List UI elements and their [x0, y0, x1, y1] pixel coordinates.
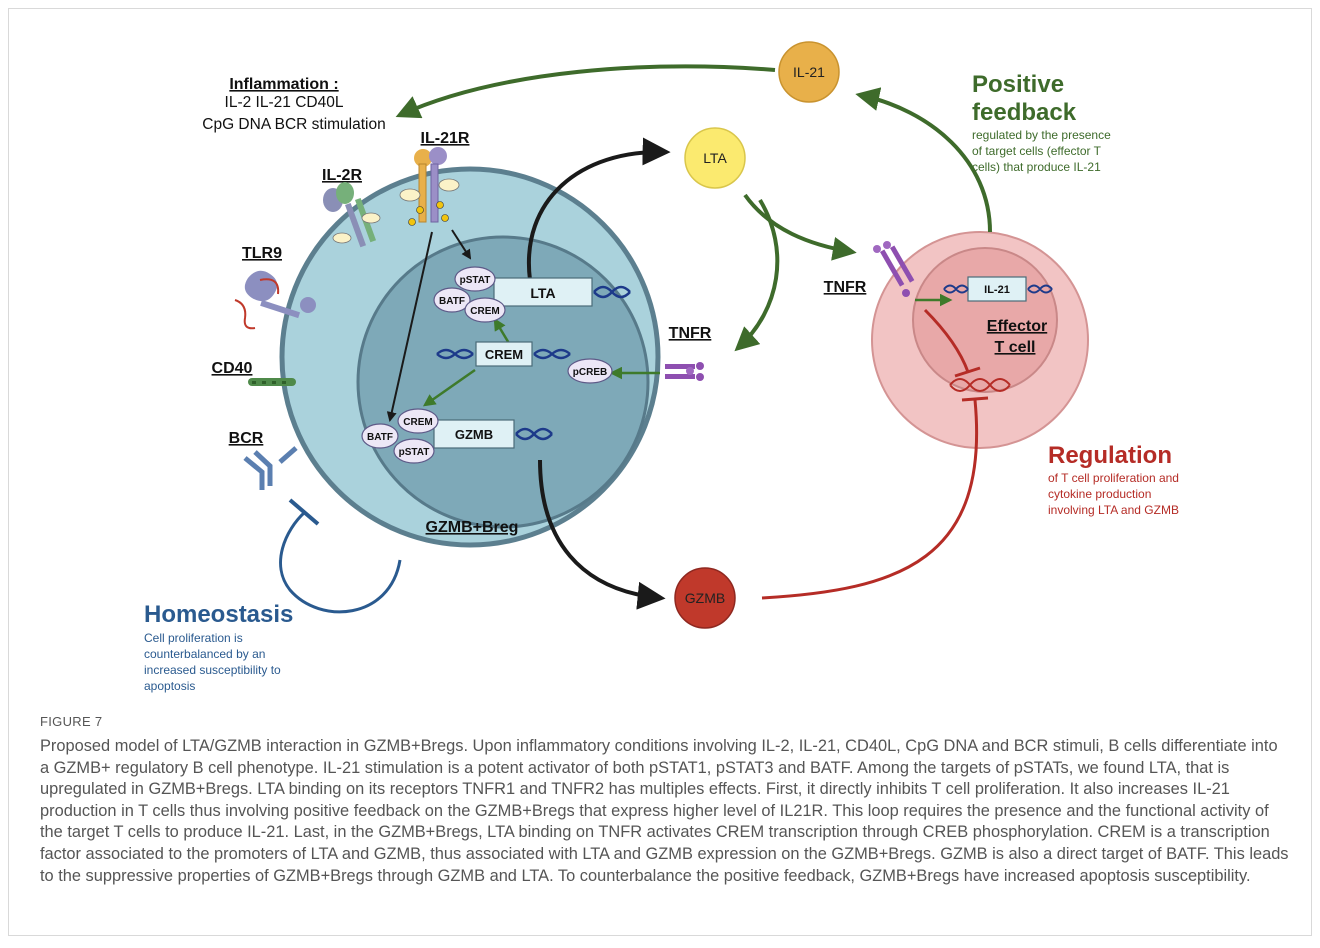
- il21-to-breg-arrow: [395, 64, 776, 119]
- positive-feedback-desc-1: regulated by the presence: [972, 128, 1111, 142]
- svg-text:pSTAT: pSTAT: [399, 447, 430, 458]
- homeostasis-desc-2: counterbalanced by an: [144, 647, 265, 661]
- positive-feedback-title-1: Positive: [972, 71, 1064, 98]
- jak-icon: [332, 232, 352, 244]
- homeostasis-desc-4: apoptosis: [144, 679, 195, 693]
- il21r-to-pstat-arrow: [451, 229, 472, 260]
- regulation-desc-1: of T cell proliferation and: [1048, 471, 1179, 485]
- crem-dna-left-icon: [436, 348, 474, 360]
- figure-frame: [8, 8, 1312, 936]
- il2r-label: IL-2R: [322, 167, 362, 184]
- il21-dna-right-icon: [1027, 284, 1053, 294]
- tnfr-breg-receptor: [665, 362, 704, 381]
- crem-gene-box: [475, 341, 533, 367]
- inflammation-line2: CpG DNA BCR stimulation: [202, 116, 385, 133]
- svg-text:pSTAT: pSTAT: [460, 275, 491, 286]
- cd40-label: CD40: [212, 360, 253, 377]
- crem-to-gzmb-arrow: [422, 368, 476, 407]
- il21-molecule: [778, 41, 840, 103]
- homeostasis-loop: [279, 510, 402, 614]
- batf-bottom: [361, 423, 399, 449]
- tcell-to-il21-arrow: [855, 87, 992, 233]
- tnfr-breg-label: TNFR: [669, 325, 712, 342]
- inflammation-line1: IL-2 IL-21 CD40L: [225, 94, 344, 111]
- il21-gene-label: IL-21: [984, 284, 1010, 296]
- tnfr-tcell-receptor: [873, 241, 915, 297]
- regulation-title: Regulation: [1048, 442, 1172, 469]
- pstat-bottom: [393, 438, 435, 464]
- gzmb-secretion-arrow: [538, 459, 666, 610]
- regulation-desc-3: involving LTA and GZMB: [1048, 503, 1179, 517]
- il21r-receptor: [399, 147, 460, 226]
- positive-feedback-title-2: feedback: [972, 99, 1077, 126]
- figure-caption: Proposed model of LTA/GZMB interaction i…: [40, 737, 1289, 885]
- lta-gene-box: [493, 277, 593, 307]
- il21-gene-box: [967, 276, 1027, 302]
- jak-icon: [438, 178, 460, 192]
- gzmb-dna-icon: [515, 427, 553, 441]
- bcr-label: BCR: [229, 430, 264, 447]
- crem-to-lta-arrow: [493, 317, 512, 346]
- svg-text:CREM: CREM: [403, 417, 432, 428]
- svg-text:LTA: LTA: [703, 150, 727, 166]
- positive-feedback-desc-3: cells) that produce IL-21: [972, 160, 1101, 174]
- gzmb-gene-box: [433, 419, 515, 449]
- tlr9-receptor: [234, 270, 316, 330]
- breg-cell-label: GZMB+Breg: [426, 519, 519, 536]
- tnfr-tcell-label: TNFR: [824, 279, 867, 296]
- homeostasis-title: Homeostasis: [144, 601, 293, 628]
- lta-to-tnfr-breg-arrow: [734, 198, 780, 352]
- pcreb-oval: [567, 358, 613, 384]
- svg-text:GZMB: GZMB: [685, 590, 725, 606]
- figure-diagram: Inflammation : IL-2 IL-21 CD40L CpG DNA …: [144, 41, 1179, 693]
- lta-molecule: [684, 127, 746, 189]
- tlr9-label: TLR9: [242, 245, 282, 262]
- positive-feedback-desc-2: of target cells (effector T: [972, 144, 1102, 158]
- figure-label: FIGURE 7: [40, 714, 103, 729]
- crem-top: [464, 297, 506, 323]
- il21r-to-gzmb-arrow: [386, 231, 433, 422]
- tcell-label-line2: T cell: [995, 339, 1036, 356]
- pstat-top: [454, 266, 496, 292]
- gzmb-gene-label: GZMB: [455, 427, 493, 442]
- bcr-receptor: [243, 446, 298, 490]
- svg-text:IL-21: IL-21: [793, 64, 825, 80]
- inflammation-title: Inflammation :: [229, 76, 338, 93]
- gzmb-inhibition-line: [761, 399, 978, 600]
- gzmb-molecule: [674, 567, 736, 629]
- tcell-label-line1: Effector: [987, 318, 1047, 335]
- svg-text:BATF: BATF: [439, 296, 465, 307]
- svg-text:BATF: BATF: [367, 432, 393, 443]
- lta-to-tnfr-tcell-arrow: [743, 193, 857, 261]
- lta-secretion-arrow: [526, 137, 671, 281]
- jak-icon: [361, 212, 381, 224]
- il21r-label: IL-21R: [421, 130, 470, 147]
- crem-dna-right-icon: [533, 348, 571, 360]
- batf-top: [433, 287, 471, 313]
- crem-bottom: [397, 408, 439, 434]
- svg-text:pCREB: pCREB: [573, 367, 607, 378]
- tnfr-inhibition-line: [923, 308, 970, 373]
- regulation-desc-2: cytokine production: [1048, 487, 1151, 501]
- il2r-receptor: [323, 182, 381, 248]
- lta-dna-icon: [593, 285, 631, 299]
- crem-gene-label: CREM: [485, 347, 523, 362]
- homeostasis-desc-3: increased susceptibility to: [144, 663, 281, 677]
- homeostasis-desc-1: Cell proliferation is: [144, 631, 243, 645]
- lta-gene-label: LTA: [530, 285, 555, 301]
- il21-dna-left-icon: [943, 284, 969, 294]
- svg-text:CREM: CREM: [470, 306, 499, 317]
- tcell-dna-icon: [949, 378, 1011, 392]
- jak-icon: [399, 188, 421, 202]
- cd40-receptor: [248, 378, 296, 386]
